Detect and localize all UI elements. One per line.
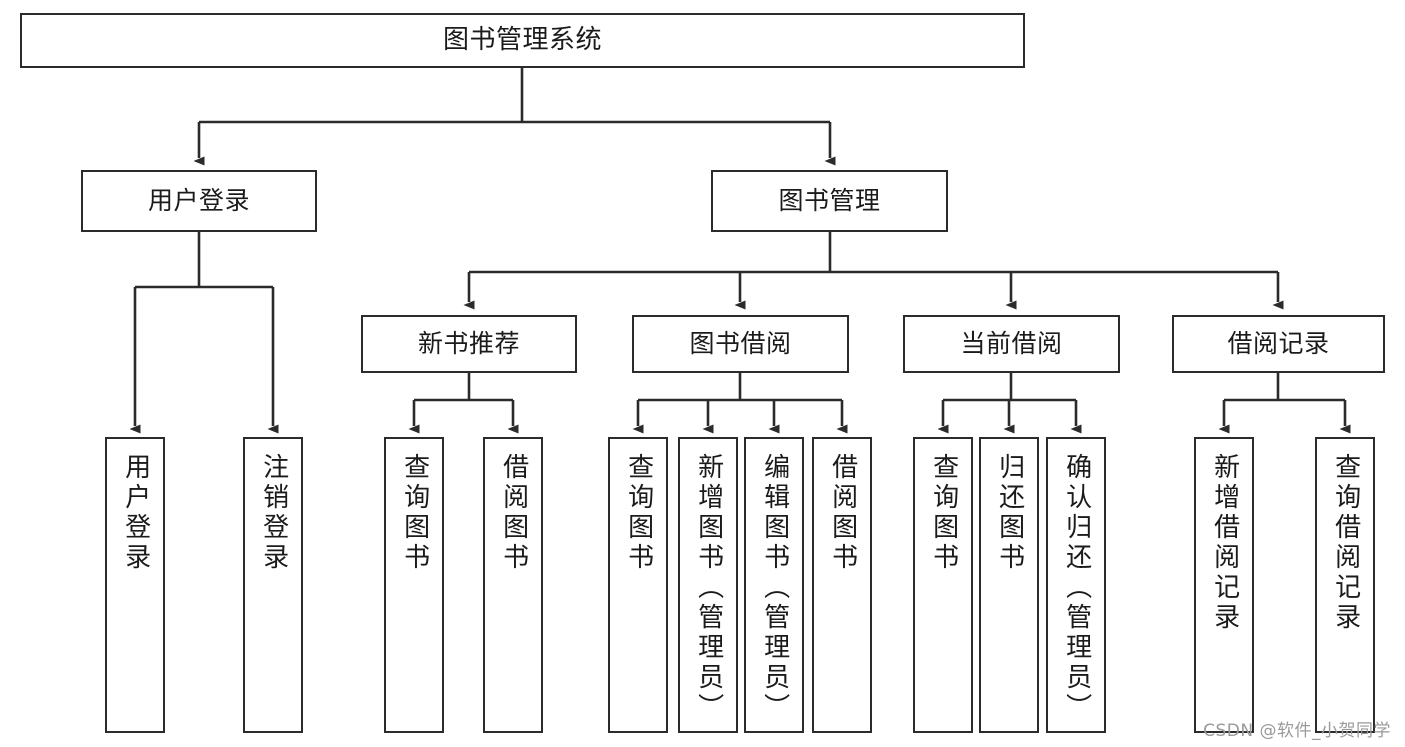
node-label: 查询图书 [623,453,654,573]
node-user-login[interactable]: 用户登录 [81,170,317,232]
node-book-management[interactable]: 图书管理 [711,170,948,232]
node-label: 借阅图书 [498,453,529,573]
node-current-borrow[interactable]: 当前借阅 [903,315,1120,373]
node-leaf-query-borrow-record[interactable]: 查询借阅记录 [1315,437,1375,733]
node-label: 图书借阅 [689,329,792,358]
node-label: 新增借阅记录 [1209,453,1240,633]
node-leaf-query-book-1[interactable]: 查询图书 [384,437,444,733]
node-label: 当前借阅 [960,329,1063,358]
node-label: 用户登录 [147,186,250,215]
node-label: 确认归还（管理员） [1061,453,1092,723]
node-label: 编辑图书（管理员） [759,453,790,723]
node-new-book-recommend[interactable]: 新书推荐 [361,315,577,373]
node-label: 新书推荐 [417,329,520,358]
node-label: 查询借阅记录 [1330,453,1361,633]
node-leaf-logout-login[interactable]: 注销登录 [243,437,303,733]
node-borrow-record[interactable]: 借阅记录 [1172,315,1385,373]
node-leaf-user-login[interactable]: 用户登录 [105,437,165,733]
node-label: 注销登录 [258,453,289,573]
node-leaf-query-book-2[interactable]: 查询图书 [608,437,668,733]
node-label: 图书管理 [778,186,881,215]
node-label: 新增图书（管理员） [693,453,724,723]
node-leaf-borrow-book-2[interactable]: 借阅图书 [812,437,872,733]
node-leaf-confirm-return-admin[interactable]: 确认归还（管理员） [1046,437,1106,733]
node-label: 借阅图书 [827,453,858,573]
node-label: 查询图书 [928,453,959,573]
csdn-watermark: CSDN @软件_小贺同学 [1203,721,1391,741]
node-label: 借阅记录 [1227,329,1330,358]
node-label: 查询图书 [399,453,430,573]
node-leaf-return-book[interactable]: 归还图书 [979,437,1039,733]
node-leaf-edit-book-admin[interactable]: 编辑图书（管理员） [744,437,804,733]
node-label: 用户登录 [120,453,151,573]
node-root-book-management-system[interactable]: 图书管理系统 [20,13,1025,68]
node-label: 归还图书 [994,453,1025,573]
node-label: 图书管理系统 [442,24,602,55]
node-book-borrow[interactable]: 图书借阅 [632,315,849,373]
node-leaf-add-book-admin[interactable]: 新增图书（管理员） [678,437,738,733]
node-leaf-borrow-book-1[interactable]: 借阅图书 [483,437,543,733]
node-leaf-query-book-3[interactable]: 查询图书 [913,437,973,733]
node-leaf-add-borrow-record[interactable]: 新增借阅记录 [1194,437,1254,733]
